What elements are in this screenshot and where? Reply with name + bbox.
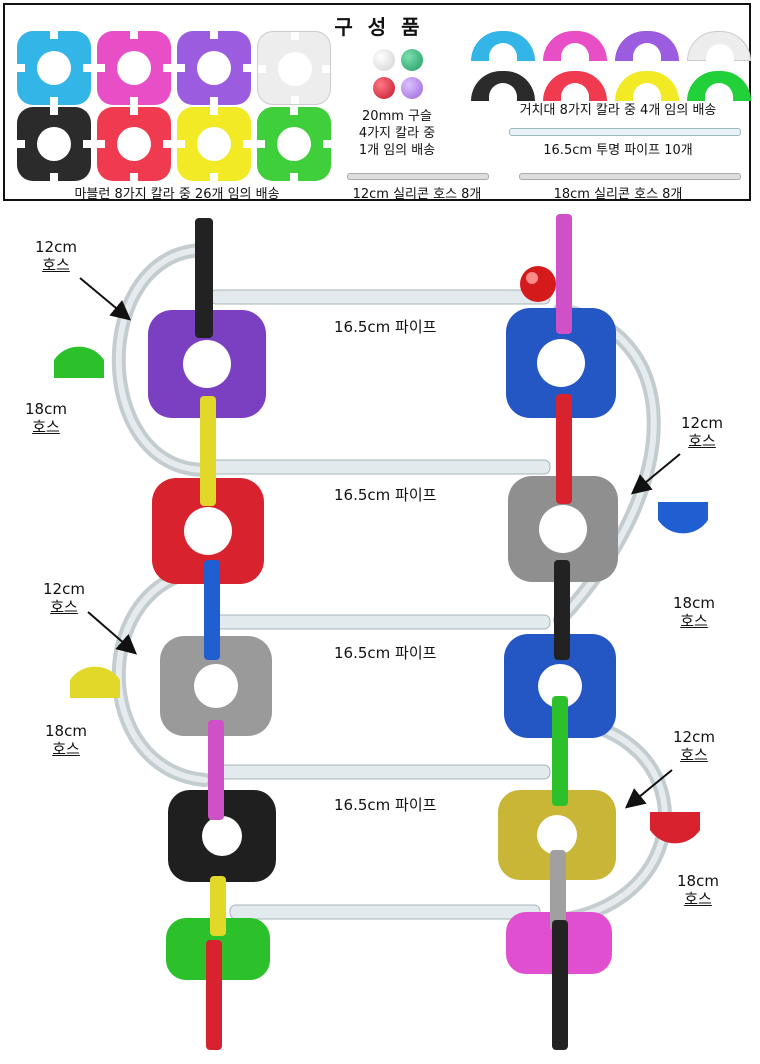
pipe-label: 16.5cm 파이프 <box>330 642 441 663</box>
annotation-length: 18cm <box>25 400 67 418</box>
annotation-right: 18cm 호스 <box>664 594 724 630</box>
track-plate <box>177 31 251 105</box>
annotation-part: 호스 <box>50 598 78 616</box>
track-plate <box>177 107 251 181</box>
pipe-label: 16.5cm 파이프 <box>330 316 441 337</box>
side-stands <box>54 346 708 844</box>
annotation-right: 18cm 호스 <box>668 872 728 908</box>
ball <box>373 49 395 71</box>
pipe-caption: 16.5cm 투명 파이프 10개 <box>543 143 693 158</box>
annotation-left: 18cm 호스 <box>36 722 96 758</box>
track-plate <box>97 31 171 105</box>
annotation-left: 12cm 호스 <box>34 580 94 616</box>
annotation-arrows <box>79 277 681 809</box>
pipe-label: 16.5cm 파이프 <box>330 794 441 815</box>
pipe-label: 16.5cm 파이프 <box>330 484 441 505</box>
annotation-left: 18cm 호스 <box>16 400 76 436</box>
annotation-part: 호스 <box>32 418 60 436</box>
track-plates-grid <box>17 31 337 181</box>
annotation-length: 12cm <box>681 414 723 432</box>
annotation-length: 12cm <box>35 238 77 256</box>
track-plate <box>17 31 91 105</box>
annotation-part: 호스 <box>680 612 708 630</box>
annotation-length: 18cm <box>673 594 715 612</box>
track-plate <box>97 107 171 181</box>
ball <box>401 77 423 99</box>
ball <box>401 49 423 71</box>
stands-caption: 거치대 8가지 칼라 중 4개 임의 배송 <box>519 103 717 118</box>
marble <box>520 266 556 302</box>
parts-box: 구 성 품 마블런 8가지 칼라 중 26개 임의 배송 20mm 구슬 4가지… <box>3 3 751 202</box>
track-plate <box>17 107 91 181</box>
annotation-part: 호스 <box>684 890 712 908</box>
track-plates-caption: 마블런 8가지 칼라 중 26개 임의 배송 <box>74 187 280 202</box>
annotation-length: 12cm <box>43 580 85 598</box>
track-plate <box>257 31 331 105</box>
plate-holes <box>183 339 587 856</box>
annotation-part: 호스 <box>688 432 716 450</box>
annotation-length: 18cm <box>677 872 719 890</box>
left-connectors <box>195 218 226 1050</box>
hose-12cm-sample <box>347 173 489 180</box>
marble-highlight <box>526 272 538 284</box>
hose-18cm-sample <box>519 173 741 180</box>
hose-12cm-caption: 12cm 실리콘 호스 8개 <box>352 187 482 202</box>
track-plate <box>257 107 331 181</box>
right-connectors <box>550 214 572 1050</box>
annotation-length: 18cm <box>45 722 87 740</box>
annotation-right: 12cm 호스 <box>672 414 732 450</box>
annotation-part: 호스 <box>680 746 708 764</box>
ball <box>373 77 395 99</box>
pipe-sample <box>509 128 741 136</box>
parts-title: 구 성 품 <box>334 15 424 39</box>
annotation-part: 호스 <box>52 740 80 758</box>
annotation-length: 12cm <box>673 728 715 746</box>
annotation-part: 호스 <box>42 256 70 274</box>
stands-grid <box>471 31 751 101</box>
annotation-right: 12cm 호스 <box>664 728 724 764</box>
hose-18cm-caption: 18cm 실리콘 호스 8개 <box>553 187 683 202</box>
balls-caption-3: 1개 임의 배송 <box>358 143 436 158</box>
annotation-left: 12cm 호스 <box>26 238 86 274</box>
balls-caption-1: 20mm 구슬 <box>362 109 432 124</box>
balls-caption-2: 4가지 칼라 중 <box>358 126 436 141</box>
